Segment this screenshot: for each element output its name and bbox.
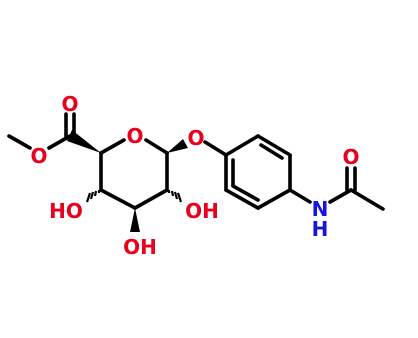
bond-acetyl-methyl (349, 188, 385, 211)
atom-oh-bottom: OH (123, 235, 157, 259)
bond-ar2-ar3 (256, 134, 292, 157)
atom-oh-right: OH (185, 199, 219, 223)
bond-ar1-ar2 (224, 134, 260, 157)
bond-c3-c4 (99, 188, 137, 210)
bond-aromatic-inner-1 (259, 143, 284, 160)
bond-ar4-ar5 (256, 188, 292, 210)
bond-aryl-n (288, 188, 312, 204)
bond-aromatic-inner-2 (231, 184, 260, 202)
atom-o-methoxy: O (30, 144, 47, 168)
atom-o-amide: O (342, 145, 359, 169)
atom-o-glycosidic: O (187, 126, 204, 150)
bond-c5-o-ring (99, 138, 126, 155)
atom-o-carbonyl-ester: O (61, 92, 78, 116)
bond-methyl-o (7, 134, 32, 150)
wedge-c1-o-glyco (167, 139, 188, 153)
atom-o-ring: O (126, 124, 143, 148)
hash-c2-oh (167, 190, 183, 203)
bond-o-glyco-aryl (203, 140, 228, 157)
bond-ar5-ar6 (224, 188, 260, 210)
wedge-c3-oh (130, 208, 140, 232)
bond-c2-c3 (133, 188, 169, 210)
stereo-bonds (67, 130, 188, 232)
bond-o-ring-c1 (144, 138, 169, 155)
hash-c4-ho (85, 190, 101, 203)
atom-h-amide: H (312, 217, 329, 241)
wedge-c5-ester (67, 130, 101, 153)
atom-ho-left: HO (49, 199, 83, 223)
atom-n-amide: N (312, 197, 329, 221)
atom-labels: O O O O HO OH OH O N H (30, 92, 359, 259)
bonds (7, 112, 385, 211)
bond-n-amide-carbon (328, 188, 353, 204)
